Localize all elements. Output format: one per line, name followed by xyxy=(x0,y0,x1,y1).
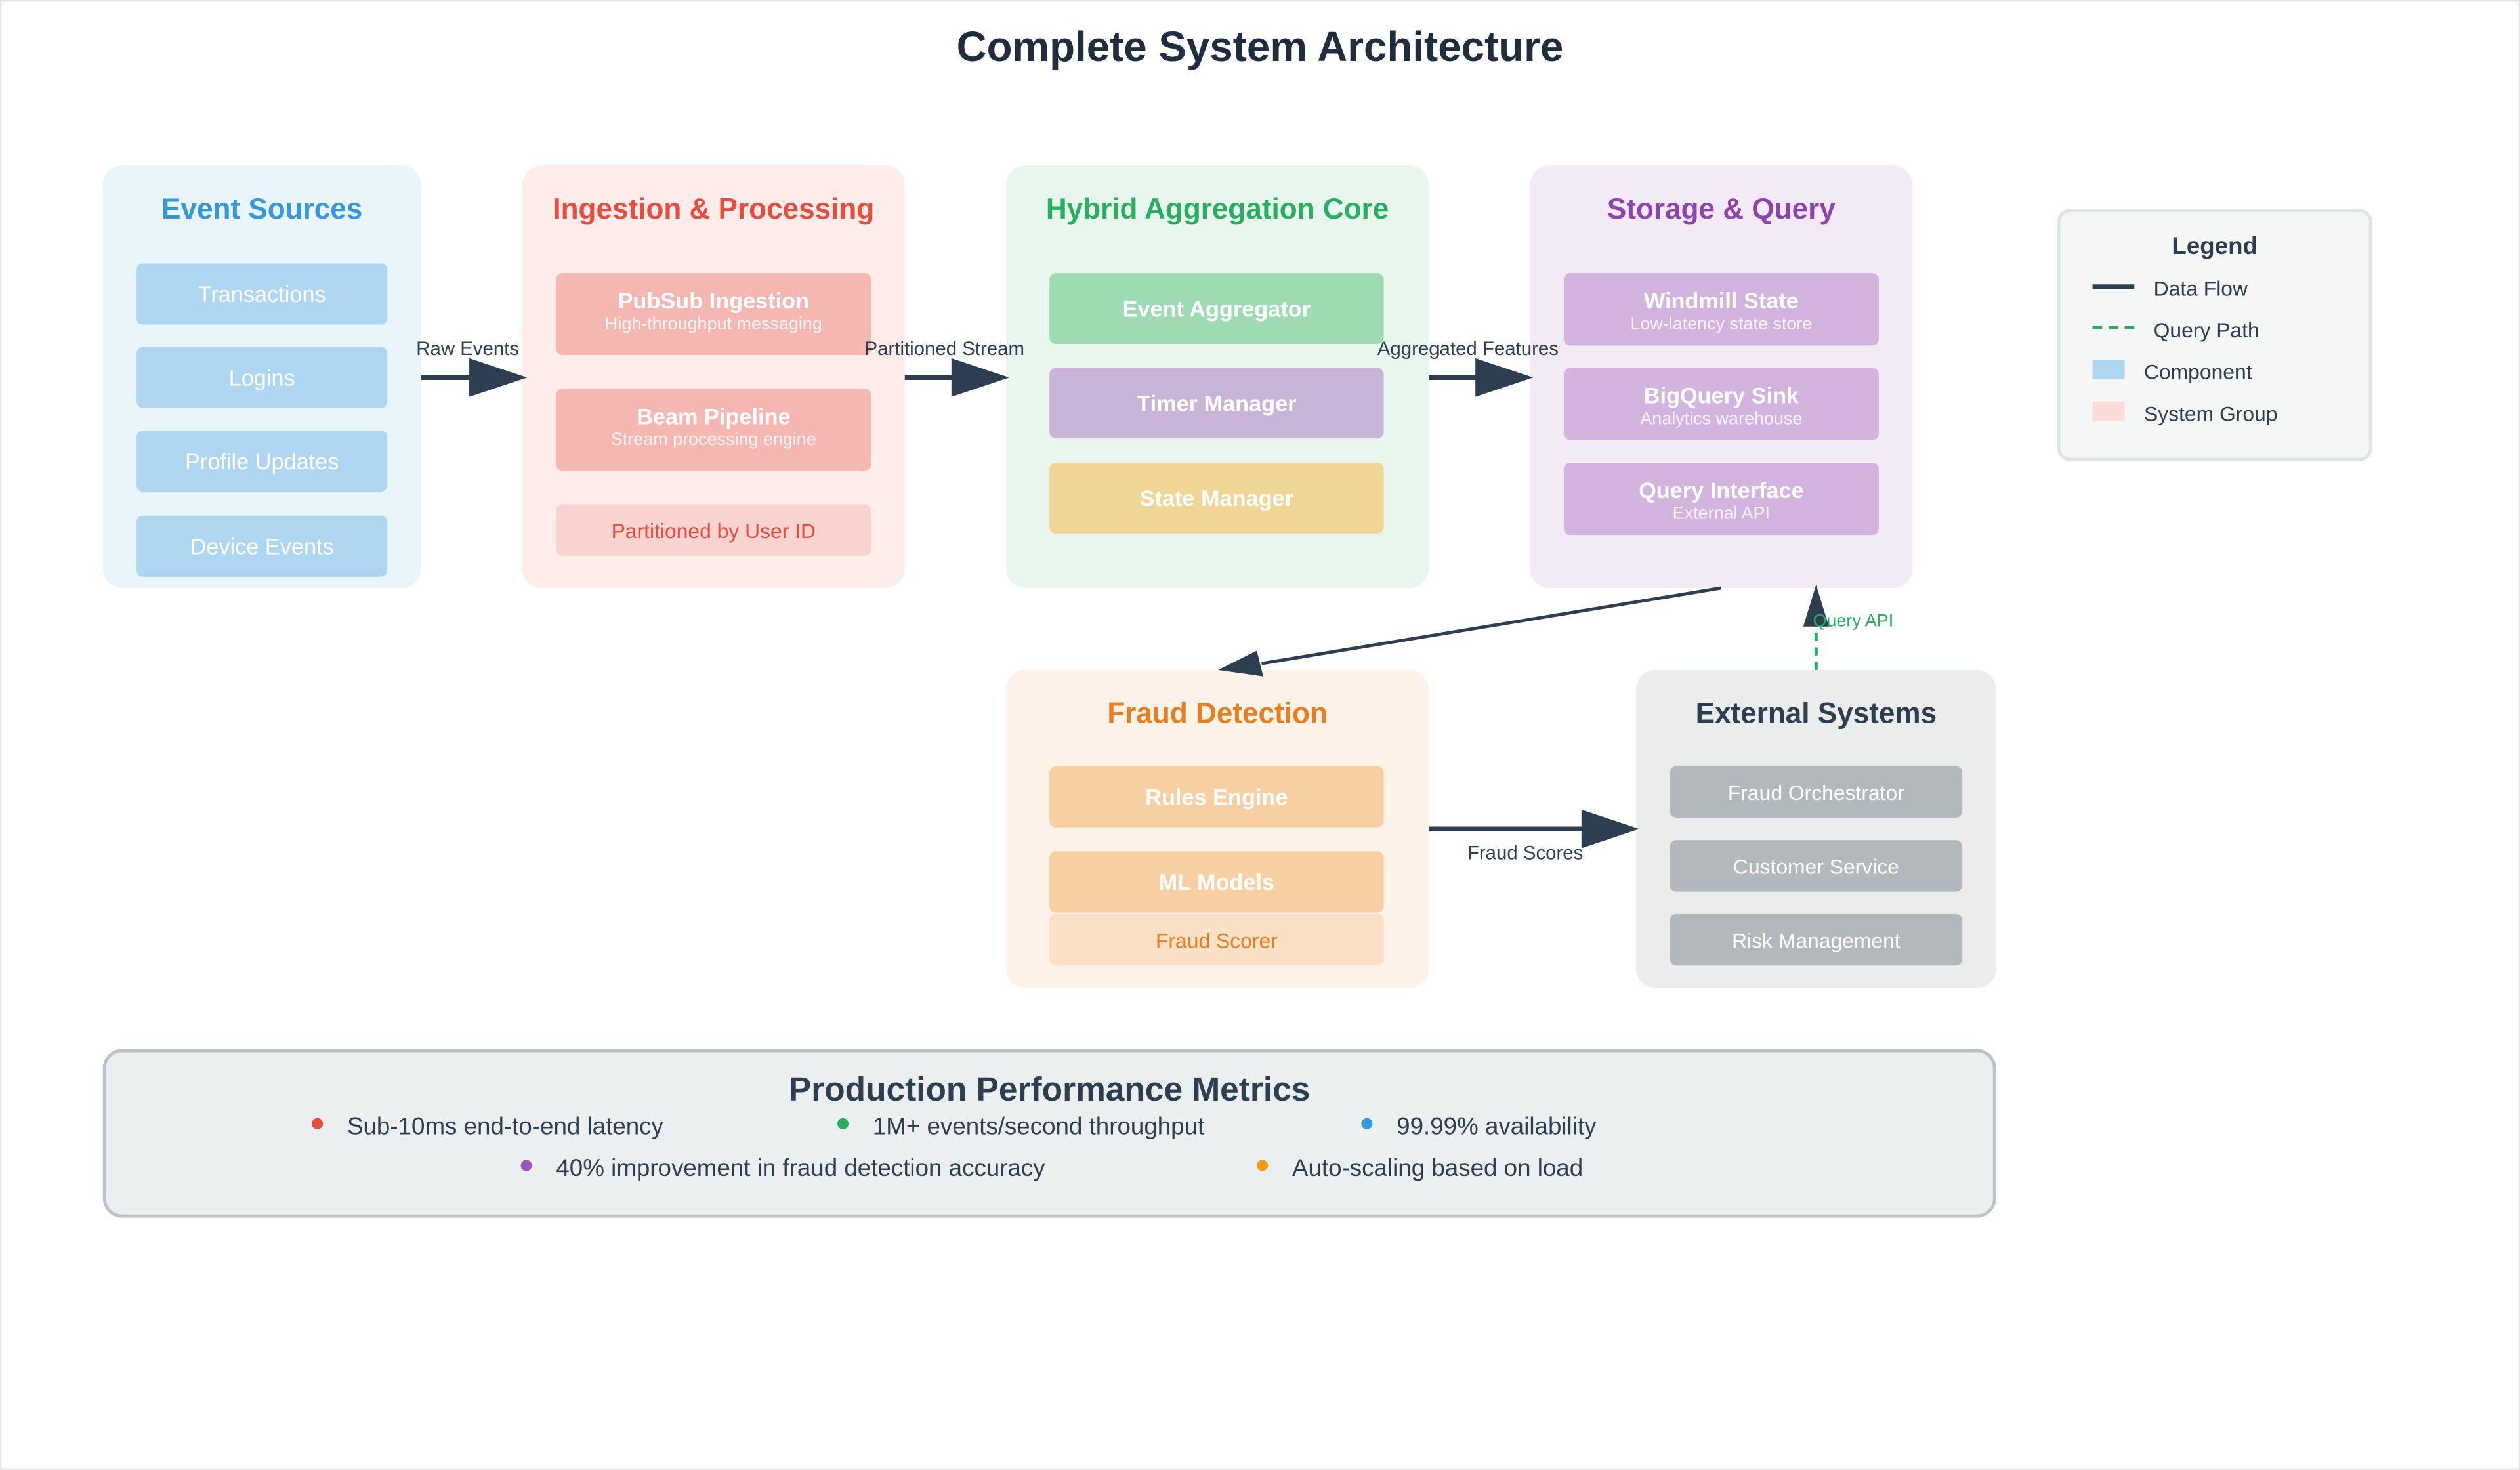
group-hybrid-aggregation-core: Hybrid Aggregation Core Event Aggregator… xyxy=(1006,165,1429,588)
component-name: Beam Pipeline xyxy=(637,403,791,429)
edge-label-query-api: Query API xyxy=(1813,612,1894,632)
group-storage-query: Storage & Query Windmill State Low-laten… xyxy=(1530,165,1913,588)
legend: Legend Data Flow Query Path Component Sy… xyxy=(2057,209,2372,461)
metric-text: Auto-scaling based on load xyxy=(1292,1155,1584,1183)
legend-label: Data Flow xyxy=(2153,276,2248,301)
group-fraud-detection: Fraud Detection Rules Engine ML Models F… xyxy=(1006,669,1429,988)
group-title-event-sources: Event Sources xyxy=(161,192,363,225)
component-fraud-scorer: Fraud Scorer xyxy=(1049,914,1384,966)
component-name: Windmill State xyxy=(1643,287,1799,314)
component-state-manager: State Manager xyxy=(1049,463,1384,534)
component-name: Query Interface xyxy=(1639,477,1804,503)
arrowhead-fraud-scores xyxy=(1581,809,1639,849)
legend-item-query-path: Query Path xyxy=(2061,318,2369,344)
component-fraud-orchestrator: Fraud Orchestrator xyxy=(1670,766,1963,818)
group-title-storage: Storage & Query xyxy=(1606,192,1836,225)
arrowhead-partitioned-stream xyxy=(951,358,1009,397)
metrics-title: Production Performance Metrics xyxy=(788,1071,1311,1109)
group-title-ingestion: Ingestion & Processing xyxy=(553,192,875,225)
component-rules-engine: Rules Engine xyxy=(1049,766,1384,828)
component-pubsub-ingestion: PubSub Ingestion High-throughput messagi… xyxy=(556,273,872,356)
edge-label-fraud-scores: Fraud Scores xyxy=(1467,841,1584,865)
component-device-events: Device Events xyxy=(136,515,388,577)
edge-storage-to-fraud xyxy=(1261,586,1722,665)
bullet-dot-icon xyxy=(312,1118,324,1129)
component-bigquery-sink: BigQuery Sink Analytics warehouse xyxy=(1563,368,1879,440)
component-customer-service: Customer Service xyxy=(1670,840,1963,892)
legend-label: System Group xyxy=(2143,402,2278,426)
data-flow-swatch xyxy=(2092,284,2135,289)
component-windmill-state: Windmill State Low-latency state store xyxy=(1563,273,1879,346)
component-beam-pipeline: Beam Pipeline Stream processing engine xyxy=(556,388,872,471)
component-transactions: Transactions xyxy=(136,263,388,325)
bullet-dot-icon xyxy=(1257,1160,1269,1171)
group-title-external: External Systems xyxy=(1695,697,1937,730)
metric-text: Sub-10ms end-to-end latency xyxy=(346,1113,663,1141)
component-subtitle: High-throughput messaging xyxy=(604,314,822,335)
legend-item-component: Component xyxy=(2061,360,2369,385)
component-logins: Logins xyxy=(136,346,388,408)
component-subtitle: Analytics warehouse xyxy=(1640,410,1803,429)
legend-title: Legend xyxy=(2172,232,2258,261)
edge-label-partitioned-stream: Partitioned Stream xyxy=(864,337,1024,360)
component-swatch xyxy=(2092,360,2125,379)
legend-item-system-group: System Group xyxy=(2061,402,2369,427)
component-query-interface: Query Interface External API xyxy=(1563,463,1879,536)
legend-label: Query Path xyxy=(2153,318,2259,343)
system-group-swatch xyxy=(2092,402,2125,421)
bullet-dot-icon xyxy=(837,1118,849,1129)
arrowhead-query-api xyxy=(1803,585,1829,627)
group-external-systems: External Systems Fraud Orchestrator Cust… xyxy=(1636,669,1996,988)
arrowhead-raw-events xyxy=(469,358,528,397)
component-subtitle: Stream processing engine xyxy=(610,430,816,450)
metric-text: 1M+ events/second throughput xyxy=(872,1113,1205,1141)
query-path-swatch xyxy=(2092,326,2135,329)
component-subtitle: Low-latency state store xyxy=(1630,314,1813,335)
bullet-dot-icon xyxy=(1361,1118,1373,1129)
component-ml-models: ML Models xyxy=(1049,851,1384,913)
metric-text: 99.99% availability xyxy=(1396,1113,1597,1141)
edge-label-aggregated-features: Aggregated Features xyxy=(1377,337,1559,360)
component-timer-manager: Timer Manager xyxy=(1049,368,1384,439)
metric-text: 40% improvement in fraud detection accur… xyxy=(556,1155,1045,1183)
component-name: PubSub Ingestion xyxy=(618,287,810,314)
group-ingestion-processing: Ingestion & Processing PubSub Ingestion … xyxy=(522,165,905,588)
group-title-fraud: Fraud Detection xyxy=(1107,697,1328,730)
component-event-aggregator: Event Aggregator xyxy=(1049,273,1384,344)
component-subtitle: External API xyxy=(1672,504,1770,524)
edge-label-raw-events: Raw Events xyxy=(416,337,520,360)
legend-item-data-flow: Data Flow xyxy=(2061,276,2369,302)
arrowhead-storage-to-fraud xyxy=(1218,650,1263,677)
page-title: Complete System Architecture xyxy=(956,22,1564,71)
component-risk-management: Risk Management xyxy=(1670,914,1963,966)
component-name: BigQuery Sink xyxy=(1643,382,1799,408)
arrowhead-aggregated-features xyxy=(1475,358,1534,397)
group-event-sources: Event Sources Transactions Logins Profil… xyxy=(102,165,421,588)
legend-label: Component xyxy=(2143,360,2252,385)
performance-metrics-panel: Production Performance Metrics Sub-10ms … xyxy=(102,1049,1996,1218)
group-title-aggregation: Hybrid Aggregation Core xyxy=(1045,192,1389,225)
component-profile-updates: Profile Updates xyxy=(136,430,388,492)
bullet-dot-icon xyxy=(520,1160,532,1171)
component-partitioned-by-user-id: Partitioned by User ID xyxy=(556,504,872,556)
